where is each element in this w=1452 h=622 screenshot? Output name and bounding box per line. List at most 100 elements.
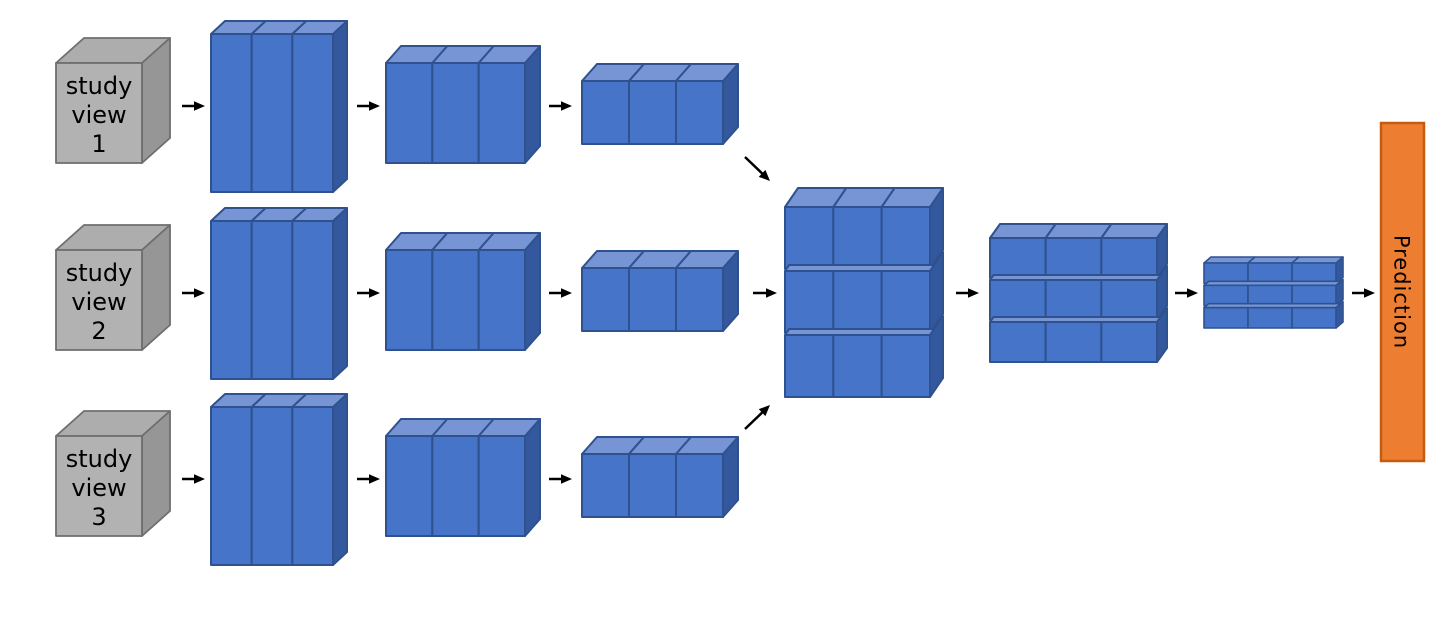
block-side-face [524,45,541,164]
block-side-face [332,393,348,566]
arrow-view1-to-fusion [744,156,770,181]
arrow-head [194,101,205,111]
block-column-front [477,435,526,537]
block-column-front [250,406,294,566]
block-column-front [431,249,480,351]
feature-block-view3-stage3 [581,436,739,518]
block-column-front [628,453,677,518]
block-column-front [628,80,677,145]
block-column-front [628,267,677,332]
slab-cell-front [1044,237,1103,279]
feature-block-view1-stage2 [385,45,541,164]
arrow-to-prediction [1352,288,1375,298]
slab-cell-front [880,270,932,334]
slab-cell-front [1247,262,1293,285]
slab-cell-front [989,237,1047,279]
cube-label-line: study [66,259,133,287]
block-column-front [431,62,480,164]
cube-front-face [55,62,143,164]
arrow-head [369,288,380,298]
block-side-face [524,418,541,537]
block-column-front [581,267,630,332]
feature-block-view2-stage2 [385,232,541,351]
feature-block-view2-stage1 [210,207,348,380]
slab-cell-front [832,270,883,334]
arrow-head [369,101,380,111]
block-column-front [675,80,724,145]
prediction-bar [1379,121,1426,463]
block-column-front [477,62,526,164]
cube-label-line: 1 [91,130,106,158]
block-column-front [250,33,294,193]
slab-cell-front [832,334,883,398]
arrow-head [369,474,380,484]
cube-label-line: study [66,72,133,100]
feature-block-view2-stage3 [581,250,739,332]
slab-top-face-segment [989,223,1057,239]
block-column-front [385,435,434,537]
block-column-front [385,62,434,164]
arrow-head [1364,288,1375,298]
cube-label-line: 2 [91,317,106,345]
cube-label-line: view [71,474,126,502]
block-side-face [332,207,348,380]
arrow-head [1187,288,1198,298]
slab-cell-front [1291,306,1337,329]
slab-top-face-segment [1291,256,1344,264]
arrow-head [561,288,572,298]
arrow-fusion-to-stage2 [956,288,979,298]
arrow-head [194,474,205,484]
block-column-front [477,249,526,351]
slab-cell-front [1100,279,1159,321]
block-column-front [210,220,253,380]
block-column-front [291,220,335,380]
slab-top-face-segment [1247,256,1300,264]
fused-block-stage2 [989,223,1168,363]
arrow-head [758,405,770,417]
cube-label-line: view [71,101,126,129]
block-column-front [250,220,294,380]
arrow-head [766,288,777,298]
arrow-view1-stage2-to-stage3 [549,101,572,111]
block-column-front [581,453,630,518]
cube-label-line: 3 [91,503,106,531]
slab-cell-front [1044,321,1103,363]
feature-block-view1-stage3 [581,63,739,145]
feature-block-view3-stage2 [385,418,541,537]
slab-cell-front [784,334,835,398]
arrow-head [194,288,205,298]
prediction-label: Prediction [1390,235,1414,349]
slab-cell-front [880,334,932,398]
block-column-front [431,435,480,537]
arrow-line [744,156,766,178]
arrow-head [968,288,979,298]
slab-cell-front [1100,237,1159,279]
slab-cell-front [1247,284,1293,307]
arrow-view2-input-to-stage1 [182,288,205,298]
block-column-front [675,453,724,518]
slab-cell-front [1100,321,1159,363]
slab-cell-front [1291,284,1337,307]
slab-cell-front [832,206,883,270]
arrow-head [758,169,770,181]
prediction-output: Prediction [1379,121,1426,463]
feature-block-view1-stage1 [210,20,348,193]
slab-top-face-segment [1044,223,1113,239]
arrow-view1-input-to-stage1 [182,101,205,111]
slab-cell-front [989,321,1047,363]
arrow-head [561,101,572,111]
block-side-face [332,20,348,193]
block-column-front [210,33,253,193]
block-column-front [581,80,630,145]
slab-cell-front [784,206,835,270]
slab-cell-front [880,206,932,270]
slab-cell-front [989,279,1047,321]
slab-cell-front [1247,306,1293,329]
arrow-view2-stage2-to-stage3 [549,288,572,298]
block-column-front [291,33,335,193]
arrow-view1-stage1-to-stage2 [357,101,380,111]
